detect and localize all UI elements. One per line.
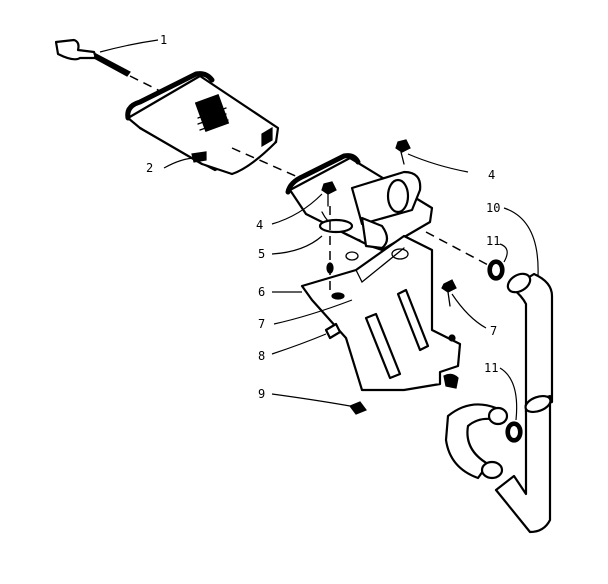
part-11-clamp-lower <box>505 421 523 443</box>
callout-11-upper: 11 <box>486 234 500 248</box>
callout-8: 8 <box>258 349 265 363</box>
callout-7-left: 7 <box>258 317 265 331</box>
screw-4-left <box>321 181 337 207</box>
callout-11-lower: 11 <box>484 361 498 375</box>
callouts: 1 2 4 4 5 6 7 7 8 9 10 11 11 <box>146 33 500 401</box>
part-2-panel <box>125 71 280 176</box>
part-9-nut <box>349 401 367 415</box>
callout-1: 1 <box>160 33 167 47</box>
part-10-tube <box>444 272 554 534</box>
callout-10: 10 <box>486 201 500 215</box>
part-8-clip <box>324 322 342 340</box>
leader-lines <box>99 39 539 421</box>
valve-body <box>285 153 434 252</box>
part-1-pin <box>54 38 131 77</box>
callout-2: 2 <box>146 161 153 175</box>
explode-lines <box>129 75 491 290</box>
callout-7-right: 7 <box>490 324 497 338</box>
screw-4-right <box>395 139 411 165</box>
callout-4-left: 4 <box>256 218 263 232</box>
callout-4-right: 4 <box>488 168 495 182</box>
callout-9: 9 <box>258 387 265 401</box>
part-11-clamp-upper <box>487 259 505 281</box>
part-6-bracket <box>300 234 462 392</box>
callout-5: 5 <box>258 247 265 261</box>
screw-7-right <box>441 279 457 307</box>
callout-6: 6 <box>258 285 265 299</box>
